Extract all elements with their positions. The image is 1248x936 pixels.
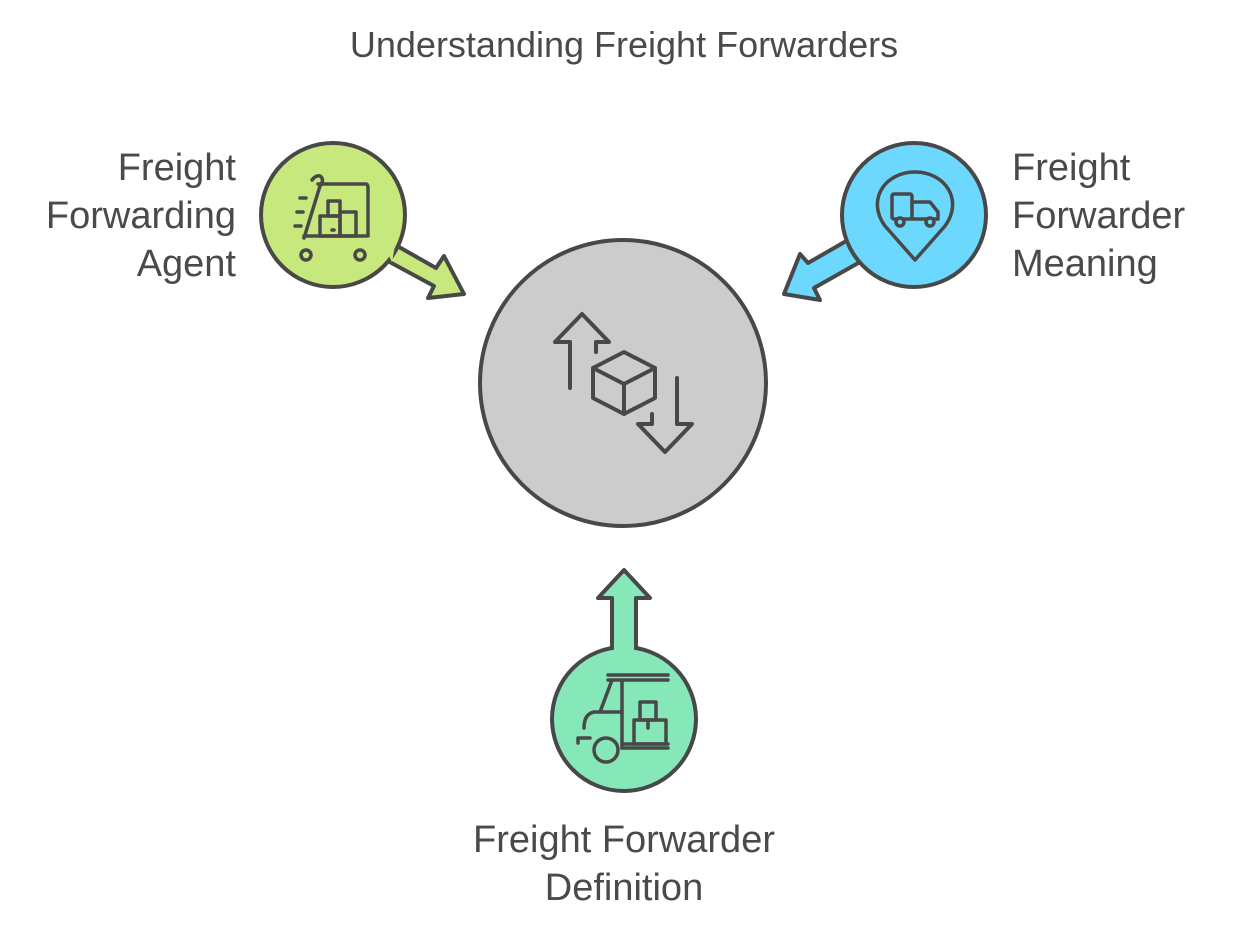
definition-label-line: Definition <box>544 867 704 909</box>
agent-label-line: Forwarding <box>45 195 236 237</box>
meaning-label: Freight Forwarder Meaning <box>1012 144 1185 288</box>
truck-location-pin-icon <box>875 170 955 262</box>
definition-arrow <box>596 568 652 654</box>
meaning-label-line: Forwarder <box>1012 195 1186 237</box>
meaning-arrow <box>782 238 862 302</box>
agent-label-line: Freight <box>117 147 236 189</box>
luggage-cart-icon <box>293 174 370 262</box>
forklift-icon <box>576 673 670 764</box>
meaning-label-line: Freight <box>1012 147 1131 189</box>
definition-circle <box>550 645 698 793</box>
meaning-label-line: Meaning <box>1012 243 1158 285</box>
meaning-circle <box>840 141 988 289</box>
agent-label: Freight Forwarding Agent <box>46 144 236 288</box>
agent-arrow <box>384 241 466 300</box>
definition-label: Freight Forwarder Definition <box>0 816 1248 912</box>
box-exchange-icon <box>553 312 694 454</box>
diagram-title: Understanding Freight Forwarders <box>349 24 899 65</box>
agent-label-line: Agent <box>136 243 236 285</box>
definition-label-line: Freight Forwarder <box>473 819 775 861</box>
